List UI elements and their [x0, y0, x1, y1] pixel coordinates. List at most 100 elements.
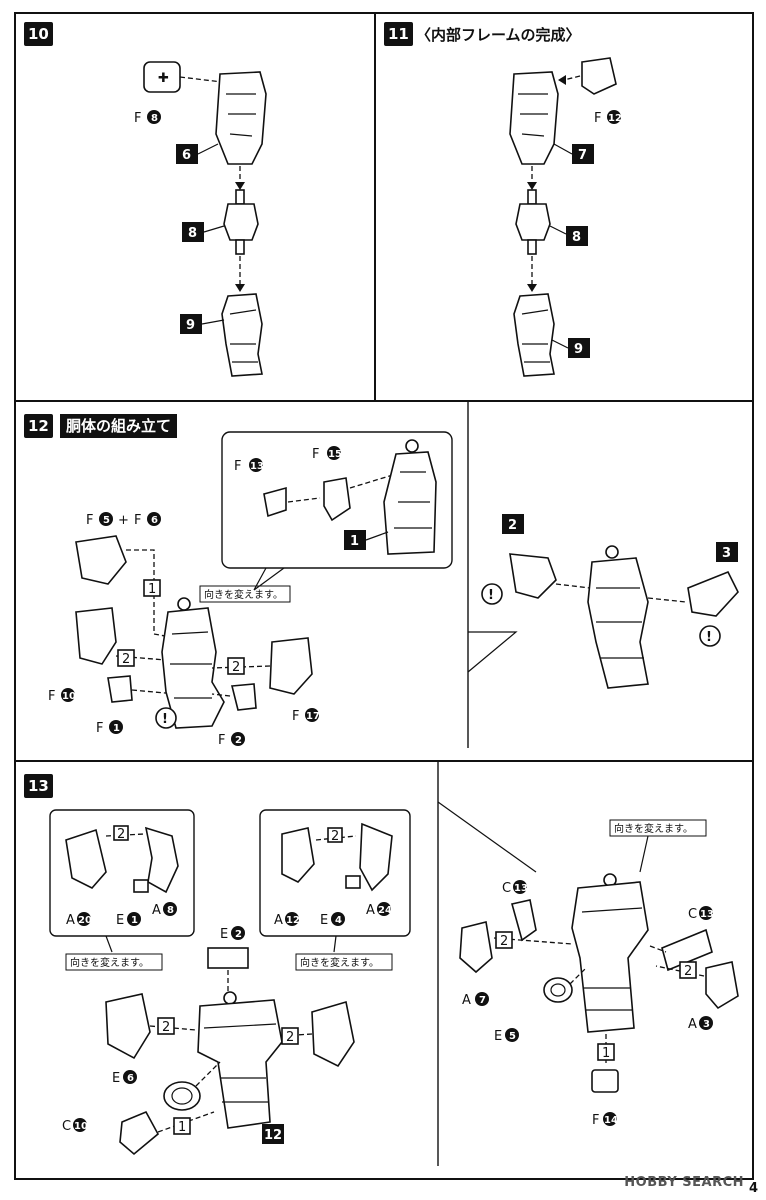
step-number: 10 [24, 22, 53, 46]
part-a3 [705, 961, 739, 1010]
part-f14 [591, 1069, 619, 1093]
part-e5 [543, 977, 573, 1003]
label-a8: A [152, 903, 161, 918]
svg-text:13: 13 [250, 461, 264, 472]
part-f5-f6 [75, 535, 127, 585]
svg-text:20: 20 [78, 915, 92, 926]
step-12-panel: 12 胴体の組み立て F 13 F 15 1 F 5 + F 6 [14, 400, 754, 762]
label-f-num: 12 [608, 113, 622, 124]
part-e6 [163, 1081, 201, 1111]
label-f17: F [292, 709, 299, 724]
svg-text:10: 10 [74, 1121, 88, 1132]
torso-rear-view [571, 881, 649, 1033]
label-e4: E [320, 913, 328, 928]
label-12: 12 [264, 1128, 282, 1143]
step-13-diagram: 2 A 20 E 1 A 8 向きを変えます。 2 A 12 E 4 A 24 … [49, 762, 739, 1166]
svg-text:7: 7 [479, 995, 486, 1006]
part-e2 [207, 947, 249, 969]
part-a20 [65, 828, 107, 889]
warning-icon: ! [162, 712, 168, 727]
part-a8 [144, 826, 179, 894]
part-9 [221, 293, 263, 377]
label-7: 7 [578, 148, 587, 163]
svg-text:5: 5 [103, 515, 110, 526]
svg-text:1: 1 [131, 915, 138, 926]
svg-text:2: 2 [122, 652, 130, 667]
svg-text:3: 3 [703, 1019, 710, 1030]
turn-note-right: 向きを変えます。 [300, 956, 379, 969]
page-number: 4 [748, 1181, 758, 1196]
label-e5: E [494, 1029, 502, 1044]
svg-text:2: 2 [232, 660, 240, 675]
part-f2 [230, 683, 257, 711]
step-title: 胴体の組み立て [60, 414, 178, 438]
label-9: 9 [186, 318, 195, 333]
part-a12 [281, 827, 315, 883]
svg-text:2: 2 [331, 829, 339, 844]
label-2: 2 [508, 518, 517, 533]
part-e1 [133, 879, 149, 893]
part-9 [513, 293, 555, 377]
label-f1: F [96, 721, 103, 736]
part-c13-left [511, 899, 537, 942]
svg-text:1: 1 [602, 1046, 610, 1061]
label-6: 6 [182, 148, 191, 163]
step-12-diagram: F 13 F 15 1 F 5 + F 6 1 2 F 10 [48, 402, 739, 748]
svg-text:1: 1 [148, 582, 156, 597]
label-f-num: 8 [151, 113, 158, 124]
step-11-panel: 11 〈内部フレームの完成〉 F 12 7 8 9 [374, 12, 754, 402]
svg-text:17: 17 [306, 711, 320, 722]
label-a3: A [688, 1017, 697, 1032]
left-arm-shell [105, 993, 151, 1060]
step-10-diagram: ✚ F 8 6 8 9 [134, 61, 267, 377]
svg-text:6: 6 [127, 1073, 134, 1084]
part-c13-right [661, 928, 713, 972]
label-e6: E [112, 1071, 120, 1086]
turn-note-left: 向きを変えます。 [70, 956, 149, 969]
turn-note-rear: 向きを変えます。 [614, 822, 693, 835]
svg-text:2: 2 [235, 929, 242, 940]
svg-text:2: 2 [684, 964, 692, 979]
torso-rear-view [587, 557, 649, 689]
torso-assembly [197, 999, 283, 1129]
part-f1 [107, 675, 133, 703]
part-a7 [459, 921, 493, 974]
label-a20: A [66, 913, 75, 928]
label-c13-right: C [688, 907, 697, 922]
part-6 [215, 71, 267, 165]
svg-text:2: 2 [117, 827, 125, 842]
svg-text:2: 2 [286, 1030, 294, 1045]
part-8 [515, 203, 551, 241]
label-c10: C [62, 1119, 71, 1134]
part-f13 [263, 486, 287, 518]
label-f13: F [234, 459, 241, 474]
step-number: 13 [24, 774, 53, 798]
part-f12 [581, 57, 617, 95]
step-title: 〈内部フレームの完成〉 [416, 26, 581, 44]
label-f5: F [86, 513, 93, 528]
label-8: 8 [188, 226, 197, 241]
svg-text:24: 24 [378, 905, 392, 916]
label-f14: F [592, 1113, 599, 1128]
svg-text:6: 6 [151, 515, 158, 526]
label-f2: F [218, 733, 225, 748]
label-f6: F [134, 513, 141, 528]
svg-text:10: 10 [62, 691, 76, 702]
svg-text:2: 2 [500, 934, 508, 949]
label-3: 3 [722, 546, 731, 561]
svg-text:5: 5 [509, 1031, 516, 1042]
svg-text:4: 4 [335, 915, 342, 926]
label-1: 1 [350, 534, 359, 549]
label-a24: A [366, 903, 375, 918]
part-2 [509, 553, 557, 599]
part-f15 [323, 477, 351, 522]
label-f: F [134, 111, 141, 126]
label-8: 8 [572, 230, 581, 245]
part-7 [509, 71, 559, 165]
turn-note: 向きを変えます。 [204, 588, 283, 601]
label-e2: E [220, 927, 228, 942]
part-e4 [345, 875, 361, 889]
svg-text:2: 2 [162, 1020, 170, 1035]
part-f17 [269, 637, 313, 695]
part-c10 [119, 1110, 160, 1156]
